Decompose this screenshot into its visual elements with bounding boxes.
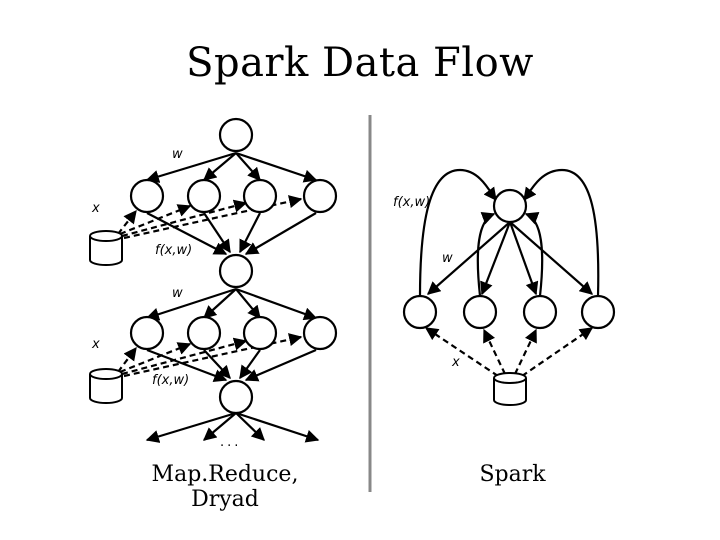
worker-node [302, 315, 338, 351]
edge [202, 412, 237, 441]
edge [239, 212, 261, 254]
edge [203, 288, 237, 319]
param-node [492, 188, 528, 224]
left-stage-1: w x f(x,w) [89, 117, 338, 266]
edge [235, 411, 320, 443]
dashed-edge [514, 328, 537, 375]
dashed-edge [424, 327, 499, 377]
f-label: f(x,w) [155, 243, 192, 258]
worker-node [129, 315, 165, 351]
dashed-edge [121, 199, 248, 238]
edge [235, 412, 265, 441]
feedback-arc [418, 168, 497, 297]
edge [235, 288, 261, 320]
worker-node [462, 294, 498, 330]
edge [203, 349, 231, 379]
edge [509, 221, 593, 295]
w-label: w [172, 286, 183, 301]
database-icon [493, 372, 527, 406]
feedback-arc [524, 212, 544, 297]
ellipsis: ... [220, 435, 241, 450]
edge [146, 212, 228, 255]
edge [244, 212, 317, 255]
worker-node [242, 178, 278, 214]
slide-title: Spark Data Flow [186, 40, 534, 86]
param-node [218, 117, 254, 153]
caption-mapreduce: Map.Reduce, Dryad [151, 462, 299, 512]
edge [239, 349, 261, 380]
database-icon [89, 368, 123, 404]
worker-node [580, 294, 616, 330]
edge [508, 221, 539, 296]
caption-spark: Spark [479, 462, 546, 487]
worker-node [302, 178, 338, 214]
f-label: f(x,w) [393, 195, 430, 210]
worker-node [186, 178, 222, 214]
edge [427, 221, 511, 295]
x-label: x [91, 201, 100, 216]
worker-node [522, 294, 558, 330]
dashed-edge [119, 204, 192, 236]
edge [145, 287, 237, 321]
edge [480, 221, 512, 296]
edge [145, 151, 237, 183]
dashed-edge [119, 342, 192, 374]
feedback-arc [523, 168, 600, 297]
edge [203, 212, 231, 254]
dashed-edge [117, 209, 137, 235]
dashed-edge [483, 328, 506, 375]
x-label: x [451, 355, 460, 370]
worker-node [186, 315, 222, 351]
param-node [218, 253, 254, 289]
param-node [218, 379, 254, 415]
worker-node [129, 178, 165, 214]
edge [202, 152, 237, 181]
edge [235, 287, 318, 321]
right-spark-diagram: f(x,w) w x [393, 168, 616, 406]
left-stage-2: w x f(x,w) ... [89, 253, 338, 450]
w-label: w [442, 251, 453, 266]
worker-node [242, 315, 278, 351]
worker-node [402, 294, 438, 330]
dashed-edge [121, 337, 248, 376]
database-icon [89, 230, 123, 266]
dashed-edge [117, 346, 137, 373]
edge [235, 152, 261, 181]
edge [145, 411, 237, 443]
edge [244, 348, 317, 382]
x-label: x [91, 337, 100, 352]
w-label: w [172, 147, 183, 162]
edge [235, 151, 318, 183]
feedback-arc [476, 212, 496, 297]
f-label: f(x,w) [152, 373, 189, 388]
dashed-edge [521, 327, 594, 377]
